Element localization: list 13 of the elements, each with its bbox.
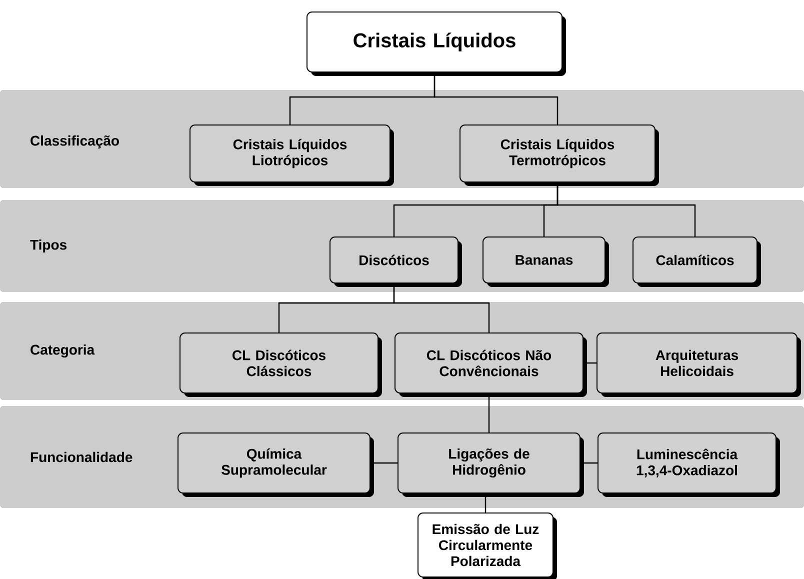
category-box: CL Discóticos Não Convêncionais	[394, 332, 587, 397]
category-box: CL Discóticos Clássicos	[180, 332, 382, 397]
title-box: Cristais Líquidos	[306, 12, 566, 76]
category-box: Química Supramolecular	[178, 432, 374, 497]
category-box: Luminescência 1,3,4-Oxadiazol	[598, 432, 780, 497]
result-box: Emissão de Luz Circularmente Polarizada	[418, 512, 557, 579]
category-box: Arquiteturas Helicoidais	[596, 332, 801, 397]
category-box: Discóticos	[330, 236, 462, 287]
category-box: Calamíticos	[632, 236, 761, 287]
category-box: Ligações de Hidrogênio	[398, 432, 584, 497]
category-box: Bananas	[482, 236, 609, 287]
category-box: Cristais Líquidos Liotrópicos	[190, 124, 394, 186]
category-box: Cristais Líquidos Termotrópicos	[460, 124, 659, 186]
